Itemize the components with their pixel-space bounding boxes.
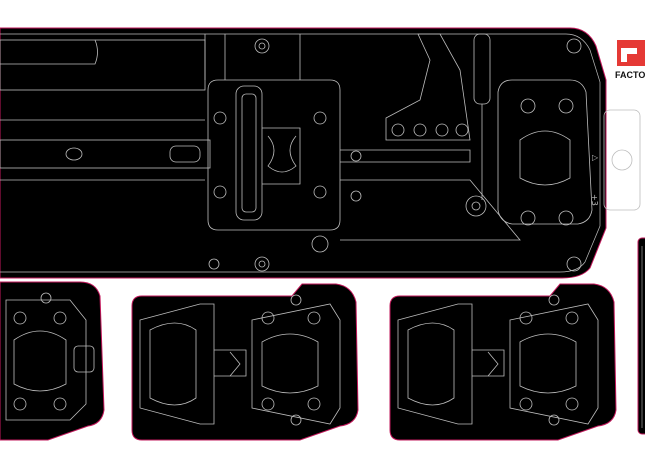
triangle-mark: ▷	[592, 153, 599, 162]
main-chassis-outline	[0, 27, 607, 279]
bottom-panel-3	[389, 283, 617, 441]
main-chassis-inner-line	[0, 33, 601, 273]
brand-name: FACTORY	[615, 70, 645, 80]
bottom-panel-1	[0, 281, 105, 441]
bottom-panel-2	[131, 283, 359, 441]
diff-housing	[497, 38, 641, 272]
spur-gear-block	[207, 79, 471, 231]
brand-logo: FACTORY	[615, 40, 645, 80]
main-chassis-panel: ▷ +3	[0, 27, 641, 279]
top-bracket	[204, 34, 301, 272]
side-panel	[637, 237, 645, 435]
arrow-mark: +3	[590, 194, 599, 206]
rear-arm	[311, 33, 521, 253]
